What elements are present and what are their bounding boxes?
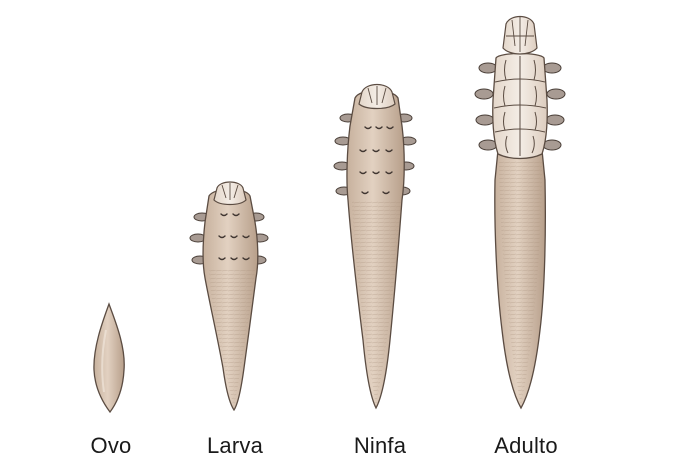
egg-figure bbox=[94, 304, 124, 412]
stage-label-egg: Ovo bbox=[91, 433, 132, 459]
stage-label-nymph: Ninfa bbox=[354, 433, 406, 459]
stage-label-larva: Larva bbox=[207, 433, 263, 459]
adult-figure bbox=[475, 17, 565, 409]
nymph-figure bbox=[334, 85, 416, 409]
egg-shape bbox=[94, 304, 124, 412]
larva-figure bbox=[190, 182, 268, 410]
stage-label-adult: Adulto bbox=[494, 433, 558, 459]
